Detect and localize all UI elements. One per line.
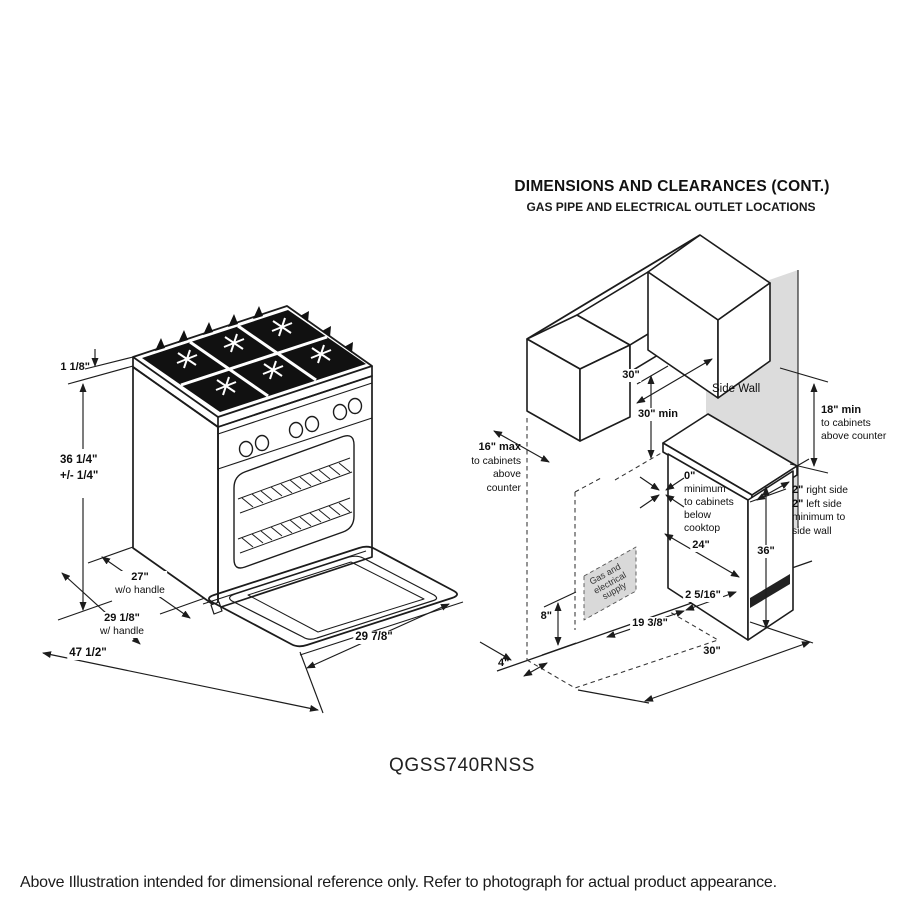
model-number: QGSS740RNSS: [389, 755, 535, 776]
dim-gas-height-label: 8": [538, 610, 554, 623]
dim-gas-distance2-label: 2 5/16": [683, 589, 723, 602]
dim-counter-height-label: 36": [755, 545, 777, 558]
oven-racks: [237, 457, 353, 554]
dim-total-depth-label: 47 1/2": [67, 647, 109, 660]
grate-spikes: [155, 306, 353, 353]
disclaimer-note: Above Illustration intended for dimensio…: [20, 874, 777, 891]
cooktop-grates: [142, 306, 366, 412]
page-title: DIMENSIONS AND CLEARANCES (CONT.): [514, 178, 830, 195]
dim-depth-handle-label: 29 1/8" w/ handle: [97, 612, 147, 638]
gas-supply-panel: [583, 546, 637, 621]
dim-zero-clearance-label: 0" minimum to cabinets below cooktop: [684, 470, 734, 534]
range-dimension-lines: [42, 349, 450, 714]
dim-floor-width-label: 30": [701, 645, 723, 658]
dim-side-clearance-label: 2" right side 2" left side minimum to si…: [792, 484, 848, 537]
dim-right-height-label: 18" min to cabinets above counter: [821, 404, 887, 442]
dim-depth-label: 27" w/o handle: [113, 571, 167, 597]
dim-gas-distance-label: 19 3/8": [630, 617, 670, 630]
dim-cabinet-gap-label: 30": [620, 369, 642, 382]
dim-lip-label: 1 1/8": [60, 361, 90, 373]
page-subtitle: GAS PIPE AND ELECTRICAL OUTLET LOCATIONS: [526, 200, 816, 214]
dim-wall-offset-label: 4": [498, 657, 510, 669]
side-wall-label: Side Wall: [712, 383, 761, 395]
dim-counter-depth-label: 24": [690, 539, 712, 552]
range-illustration: [132, 305, 464, 656]
dim-height-label: 36 1/4" +/- 1/4": [60, 454, 99, 482]
dim-door-width-label: 29 7/8": [353, 631, 395, 644]
dim-above-cooktop-label: 30" min: [635, 408, 681, 421]
dim-left-depth-label: 16" max to cabinets above counter: [471, 441, 521, 494]
